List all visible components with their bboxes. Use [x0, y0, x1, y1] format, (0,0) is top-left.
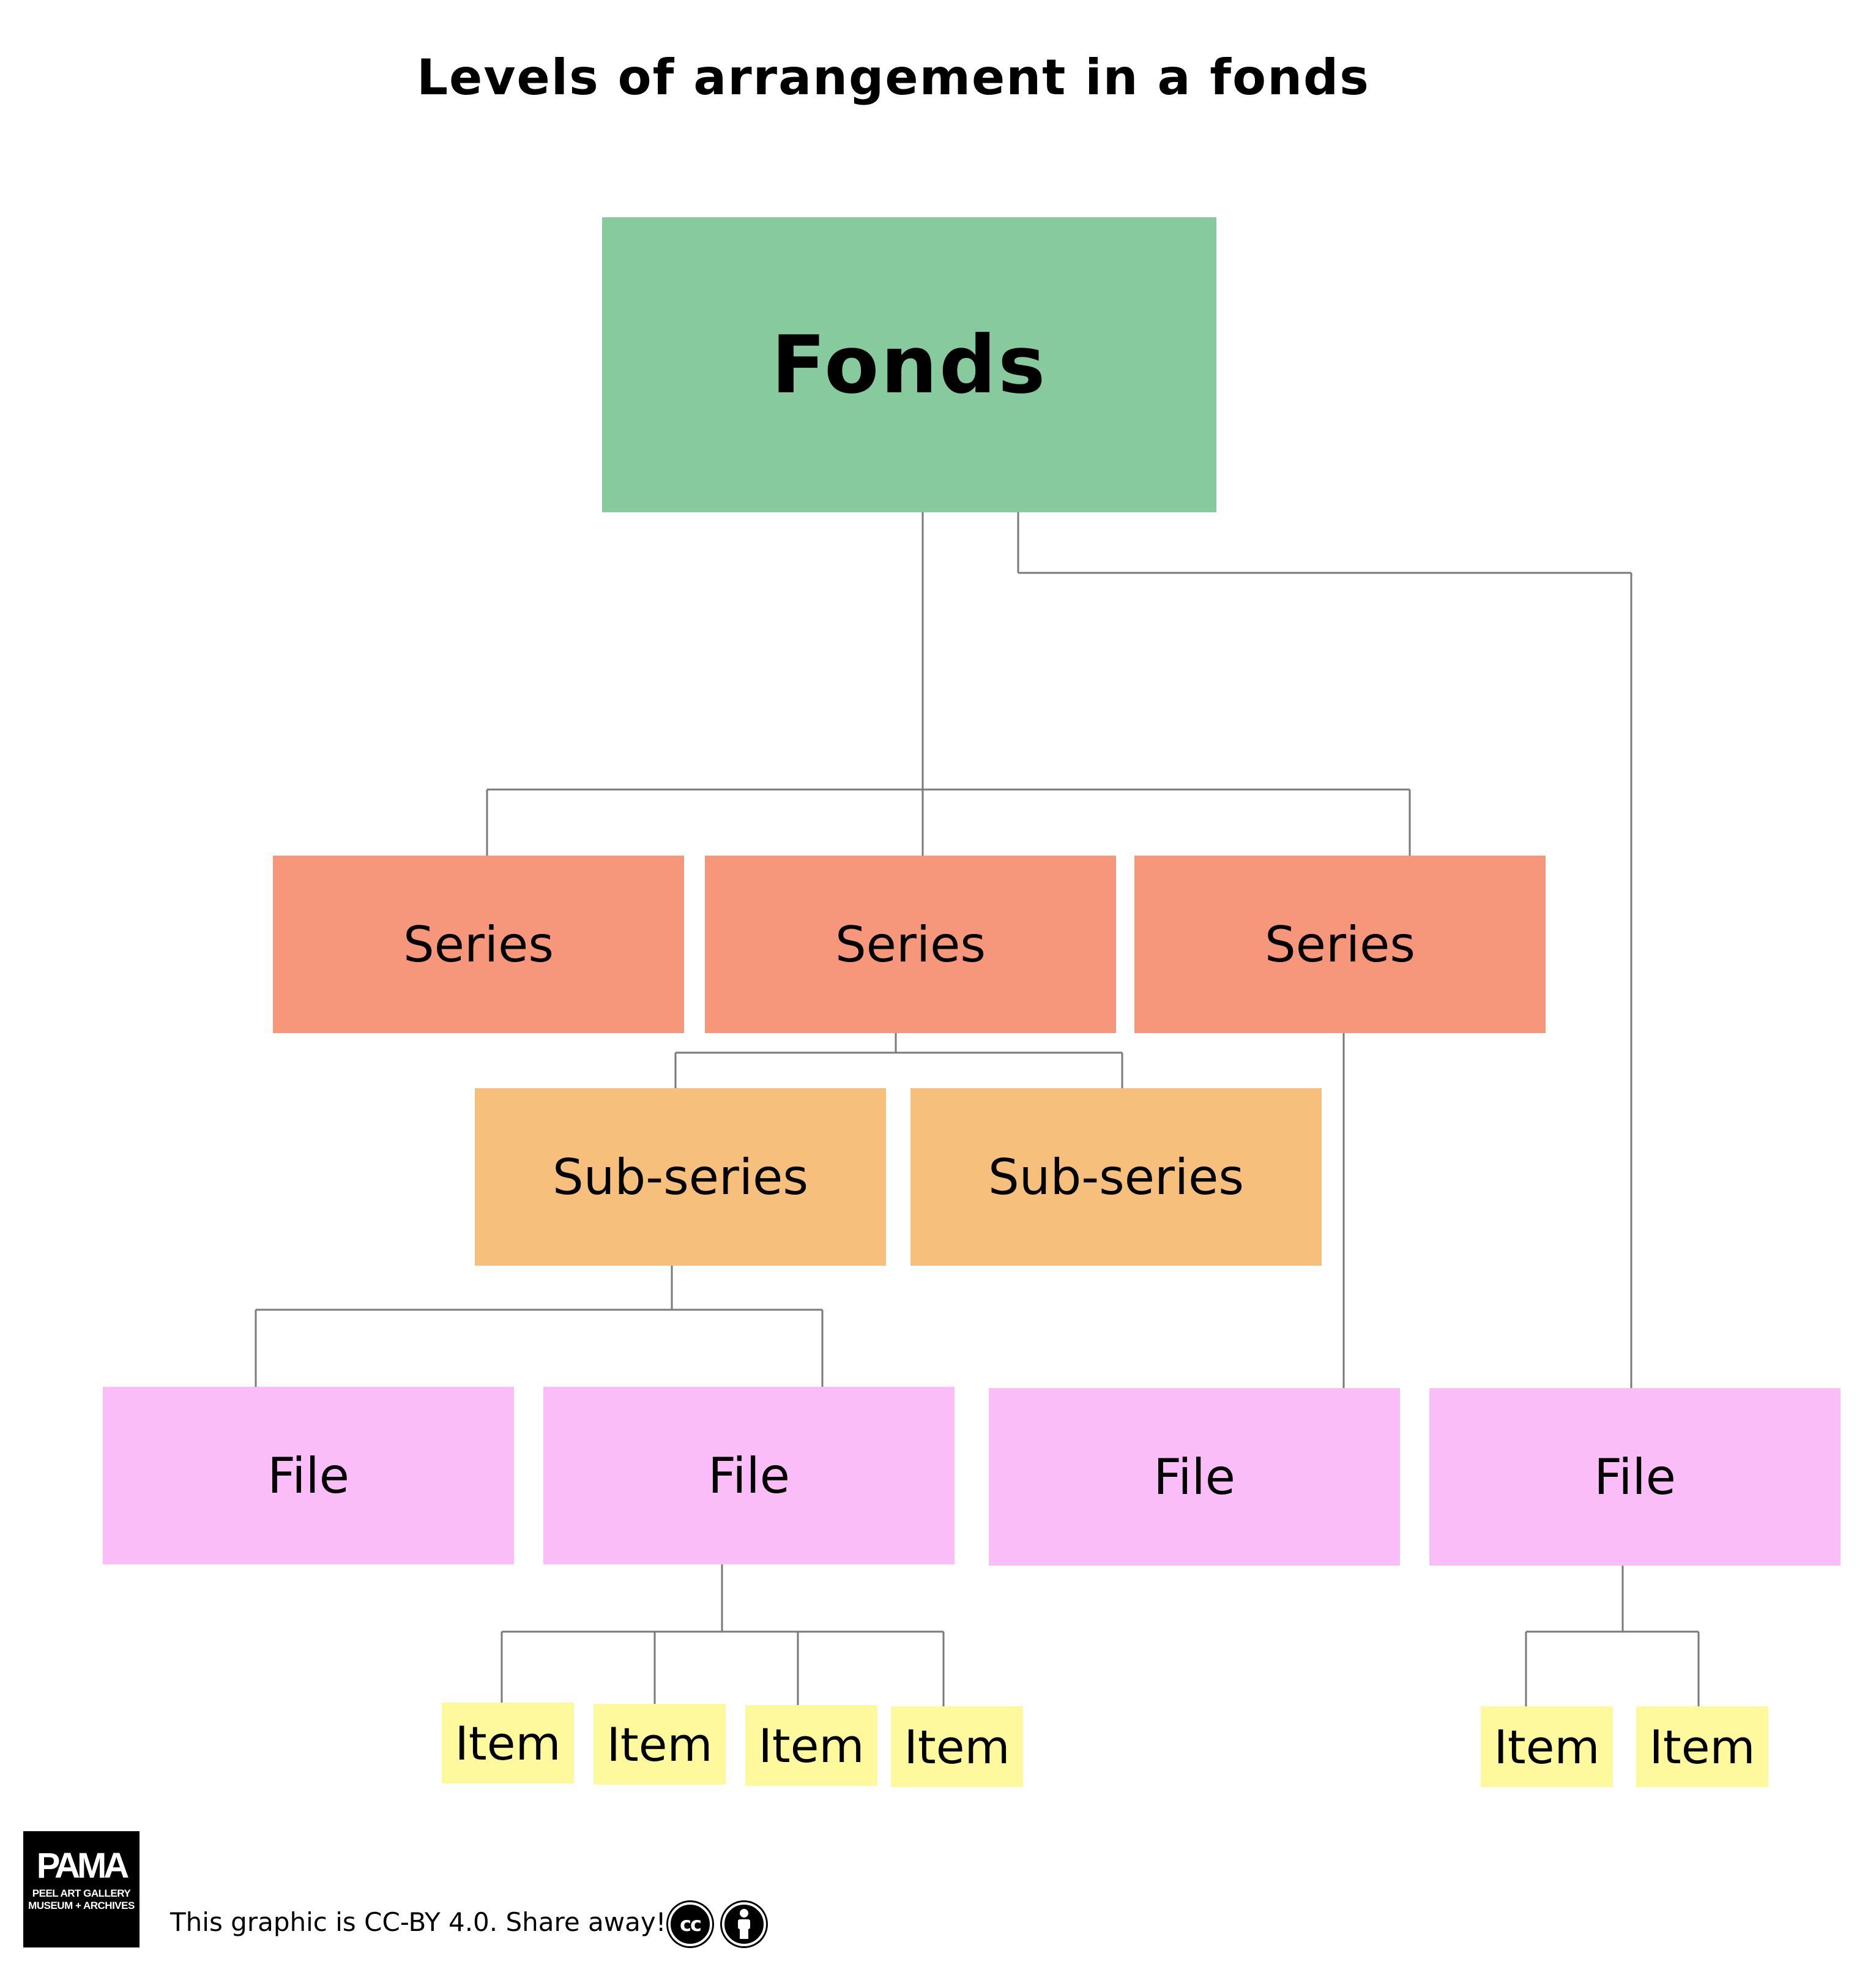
- file-node-4: File: [1429, 1388, 1841, 1566]
- subseries-node-1: Sub-series: [475, 1088, 886, 1266]
- series-node-2: Series: [705, 856, 1116, 1033]
- logo-wordmark: PAMA: [36, 1846, 129, 1886]
- subseries-node-2: Sub-series: [910, 1088, 1322, 1266]
- file-node-1: File: [103, 1387, 514, 1564]
- item-node-file4-2: Item: [1636, 1706, 1768, 1787]
- logo-subtitle-1: PEEL ART GALLERY: [32, 1887, 131, 1899]
- attribution-person-icon: [722, 1902, 766, 1946]
- cc-icon-label: cc: [680, 1913, 702, 1936]
- series-node-3: Series: [1134, 856, 1546, 1033]
- file-node-2: File: [543, 1387, 955, 1564]
- cc-icon: cc: [668, 1902, 712, 1946]
- diagram-title: Levels of arrangement in a fonds: [417, 49, 1370, 106]
- item-node-file2-1: Item: [442, 1703, 574, 1783]
- logo-subtitle-2: MUSEUM + ARCHIVES: [28, 1899, 135, 1911]
- item-node-file4-1: Item: [1481, 1706, 1613, 1787]
- license-text: This graphic is CC-BY 4.0. Share away!: [170, 1907, 666, 1937]
- item-node-file2-2: Item: [594, 1704, 726, 1785]
- item-node-file2-4: Item: [891, 1706, 1023, 1787]
- series-node-1: Series: [273, 856, 684, 1033]
- person-glyph: [738, 1909, 750, 1939]
- item-node-file2-3: Item: [745, 1705, 877, 1786]
- file-node-3: File: [989, 1388, 1400, 1566]
- fonds-node: Fonds: [602, 217, 1216, 512]
- pama-logo: PAMA PEEL ART GALLERY MUSEUM + ARCHIVES: [23, 1831, 140, 1947]
